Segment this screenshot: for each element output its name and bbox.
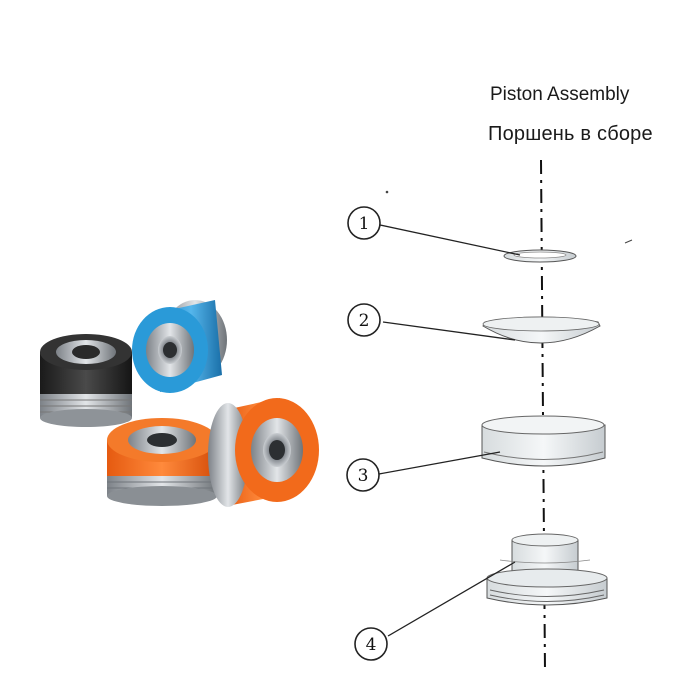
speck-mark xyxy=(385,190,389,194)
leader-line-1 xyxy=(379,224,521,256)
part-1-washer xyxy=(503,249,577,263)
callout-2-number: 2 xyxy=(359,311,370,331)
leader-line-4 xyxy=(387,561,516,637)
leader-line-2 xyxy=(382,321,516,341)
part-2-cup xyxy=(482,316,601,344)
title-english: Piston Assembly xyxy=(490,84,630,105)
callout-2: 2 xyxy=(347,303,381,337)
callout-1-number: 1 xyxy=(359,214,370,234)
black-piston xyxy=(40,334,132,427)
callout-3-number: 3 xyxy=(358,466,369,486)
orange-piston-side xyxy=(208,398,319,507)
part-3-body xyxy=(481,415,606,467)
leader-line-3 xyxy=(378,451,501,475)
callout-3: 3 xyxy=(346,458,380,492)
callout-4: 4 xyxy=(354,627,388,661)
blue-piston xyxy=(132,300,227,393)
title-russian: Поршень в сборе xyxy=(488,123,653,145)
callout-1: 1 xyxy=(347,206,381,240)
callout-4-number: 4 xyxy=(366,635,377,655)
speck-mark xyxy=(624,239,633,244)
orange-piston-front xyxy=(107,418,217,506)
part-4-hub xyxy=(486,533,608,606)
